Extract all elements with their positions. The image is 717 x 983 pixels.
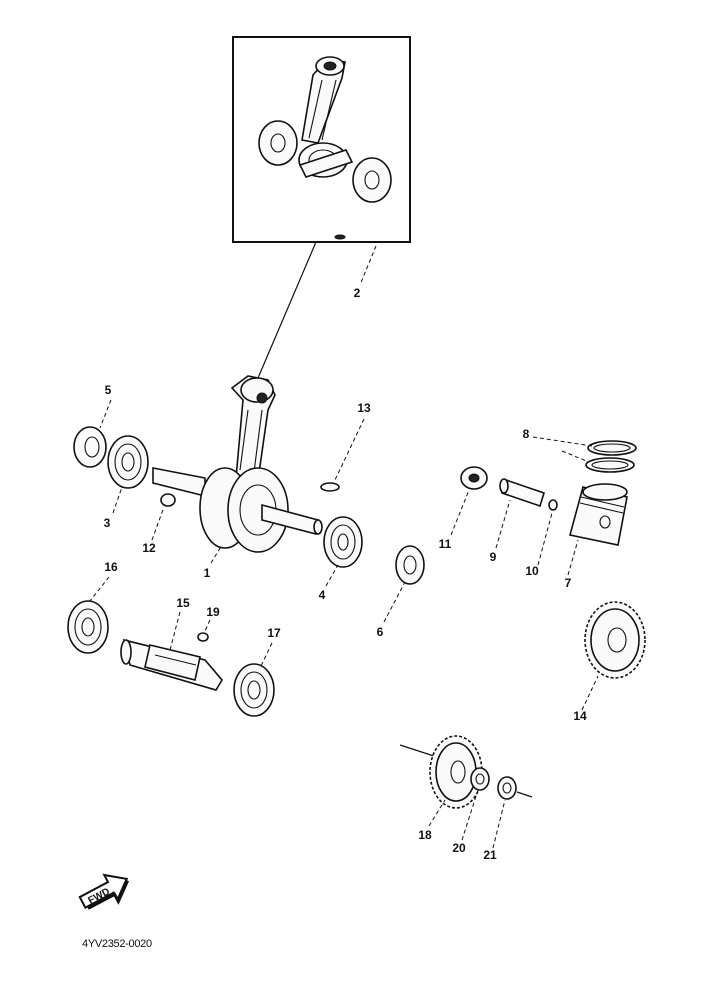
callout-8: 8 (523, 427, 530, 441)
callout-19: 19 (206, 605, 220, 619)
callout-7: 7 (565, 576, 572, 590)
leader-2-to-rod (257, 241, 317, 379)
oil-seal-5 (73, 426, 107, 468)
piston-pin-9 (499, 478, 545, 508)
needle-bearing-11 (460, 466, 488, 490)
clip-13 (320, 482, 340, 492)
diagram-code: 4YV2352-0020 (82, 938, 152, 950)
callout-9: 9 (490, 550, 497, 564)
callout-10: 10 (525, 564, 539, 578)
leader-2 (359, 245, 377, 286)
inset-connecting-rod-kit (232, 36, 411, 243)
piston-7 (569, 483, 628, 546)
callout-14: 14 (573, 709, 587, 723)
callout-1: 1 (204, 566, 211, 580)
callout-13: 13 (357, 401, 371, 415)
callout-4: 4 (319, 588, 326, 602)
callout-21: 21 (483, 848, 497, 862)
crankshaft-assembly (152, 375, 323, 553)
callout-17: 17 (267, 626, 281, 640)
bearing-3 (107, 435, 149, 489)
callout-3: 3 (104, 516, 111, 530)
nut-21 (497, 776, 533, 800)
bearing-16 (67, 600, 109, 654)
gear-14 (584, 601, 646, 679)
key-12 (160, 493, 176, 507)
oil-seal-6 (395, 545, 425, 585)
key-19 (197, 632, 209, 642)
callout-5: 5 (105, 383, 112, 397)
callout-18: 18 (418, 828, 432, 842)
washer-20 (470, 767, 490, 791)
callout-16: 16 (104, 560, 118, 574)
gear-18 (399, 735, 483, 809)
bearing-17 (233, 663, 275, 717)
callout-12: 12 (142, 541, 156, 555)
bearing-4 (323, 516, 363, 568)
callout-2: 2 (354, 286, 361, 300)
piston-rings-8 (585, 440, 637, 473)
callout-20: 20 (452, 841, 466, 855)
balancer-shaft-15 (120, 638, 223, 691)
piston-pin-clip-10 (548, 499, 558, 511)
callout-11: 11 (439, 537, 452, 551)
callout-15: 15 (176, 596, 190, 610)
callout-6: 6 (377, 625, 384, 639)
leader-lines (89, 399, 599, 849)
fwd-arrow-icon: FWD (78, 873, 130, 910)
